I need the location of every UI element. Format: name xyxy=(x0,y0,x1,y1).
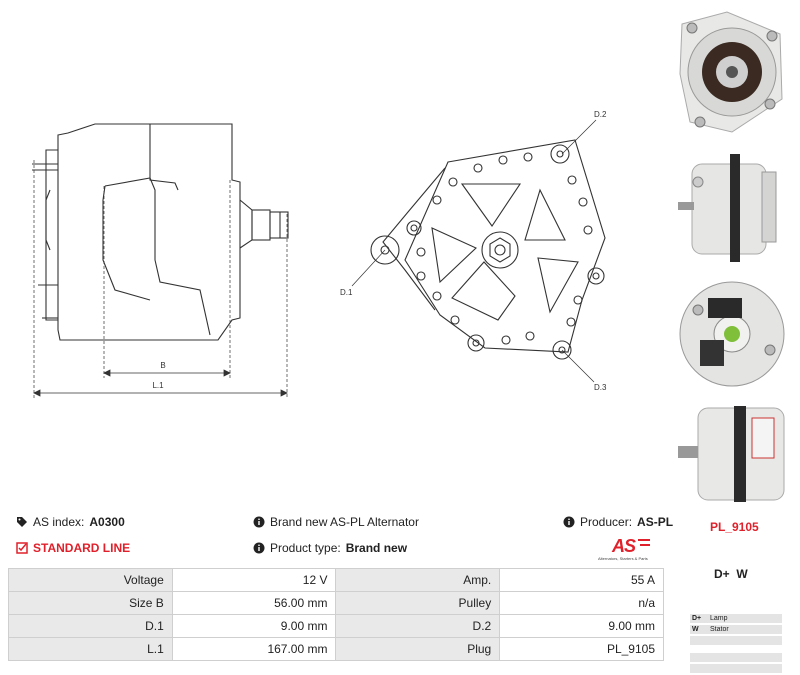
spec-value: 12 V xyxy=(171,568,337,592)
legend-key: D+ xyxy=(692,615,702,622)
d2-label: D.2 xyxy=(594,110,607,119)
table-row: Size B 56.00 mm Pulley n/a xyxy=(8,591,664,615)
d1-label: D.1 xyxy=(340,288,353,297)
info-icon xyxy=(253,542,265,554)
product-photo-front[interactable] xyxy=(672,274,790,394)
dim-l1-label: L.1 xyxy=(152,381,164,390)
producer-value: AS-PL xyxy=(637,515,674,529)
as-index-row: AS index: A0300 xyxy=(16,515,125,529)
product-photo-side-1[interactable] xyxy=(672,142,790,272)
part-number: PL_9105 xyxy=(710,520,759,534)
product-photo-side-2[interactable] xyxy=(672,398,790,506)
spec-value: 9.00 mm xyxy=(171,614,337,638)
legend-row: D+ Lamp xyxy=(690,614,782,623)
standard-line-label: STANDARD LINE xyxy=(33,541,131,555)
legend-value: Stator xyxy=(710,626,729,633)
spec-value: 55 A xyxy=(499,568,664,592)
spec-value: PL_9105 xyxy=(499,637,664,661)
as-pl-logo: AS Alternators, Starters & Parts xyxy=(598,536,662,562)
producer-row: Producer: AS-PL xyxy=(563,515,673,529)
product-type-row: Product type: Brand new xyxy=(253,541,407,555)
info-icon xyxy=(563,516,575,528)
info-icon xyxy=(253,516,265,528)
legend-key: W xyxy=(692,626,699,633)
tags-icon xyxy=(17,517,27,527)
legend-value: Lamp xyxy=(710,615,728,622)
product-photo-rear[interactable] xyxy=(672,4,790,138)
spec-label: L.1 xyxy=(8,637,173,661)
as-index-label: AS index: xyxy=(33,515,85,529)
checkbox-checked-icon xyxy=(16,542,28,554)
side-view-drawing xyxy=(32,123,289,341)
table-row: L.1 167.00 mm Plug PL_9105 xyxy=(8,637,664,661)
spec-value: n/a xyxy=(499,591,664,615)
spec-label: Voltage xyxy=(8,568,173,592)
spec-value: 167.00 mm xyxy=(171,637,337,661)
spec-value: 56.00 mm xyxy=(171,591,337,615)
legend-row-empty xyxy=(690,664,782,673)
legend-row-empty xyxy=(690,636,782,645)
logo-text: AS xyxy=(612,536,636,556)
spec-label: Size B xyxy=(8,591,173,615)
description-row: Brand new AS-PL Alternator xyxy=(253,515,419,529)
description-text: Brand new AS-PL Alternator xyxy=(270,515,419,529)
spec-value: 9.00 mm xyxy=(499,614,664,638)
producer-label: Producer: xyxy=(580,515,633,529)
as-index-value: A0300 xyxy=(89,515,125,529)
table-row: Voltage 12 V Amp. 55 A xyxy=(8,568,664,592)
spec-label: Amp. xyxy=(335,568,501,592)
product-type-value: Brand new xyxy=(345,541,408,555)
spec-label: Pulley xyxy=(335,591,501,615)
connection-legend: D+ Lamp W Stator xyxy=(690,614,782,675)
standard-line-row: STANDARD LINE xyxy=(16,541,130,555)
spec-table: Voltage 12 V Amp. 55 A Size B 56.00 mm P… xyxy=(8,568,664,661)
spec-label: Plug xyxy=(335,637,501,661)
legend-row: W Stator xyxy=(690,625,782,634)
logo-tagline: Alternators, Starters & Parts xyxy=(598,556,648,561)
d3-label: D.3 xyxy=(594,383,607,392)
spec-label: D.2 xyxy=(335,614,501,638)
table-row: D.1 9.00 mm D.2 9.00 mm xyxy=(8,614,664,638)
terminals-label: D+ W xyxy=(714,567,748,581)
product-type-label: Product type: xyxy=(270,541,341,555)
legend-row-empty xyxy=(690,653,782,662)
dim-b-label: B xyxy=(160,361,165,370)
front-view-drawing xyxy=(351,119,606,383)
spec-label: D.1 xyxy=(8,614,173,638)
technical-drawing: B L.1 D.1 D.2 D.3 xyxy=(32,110,607,398)
